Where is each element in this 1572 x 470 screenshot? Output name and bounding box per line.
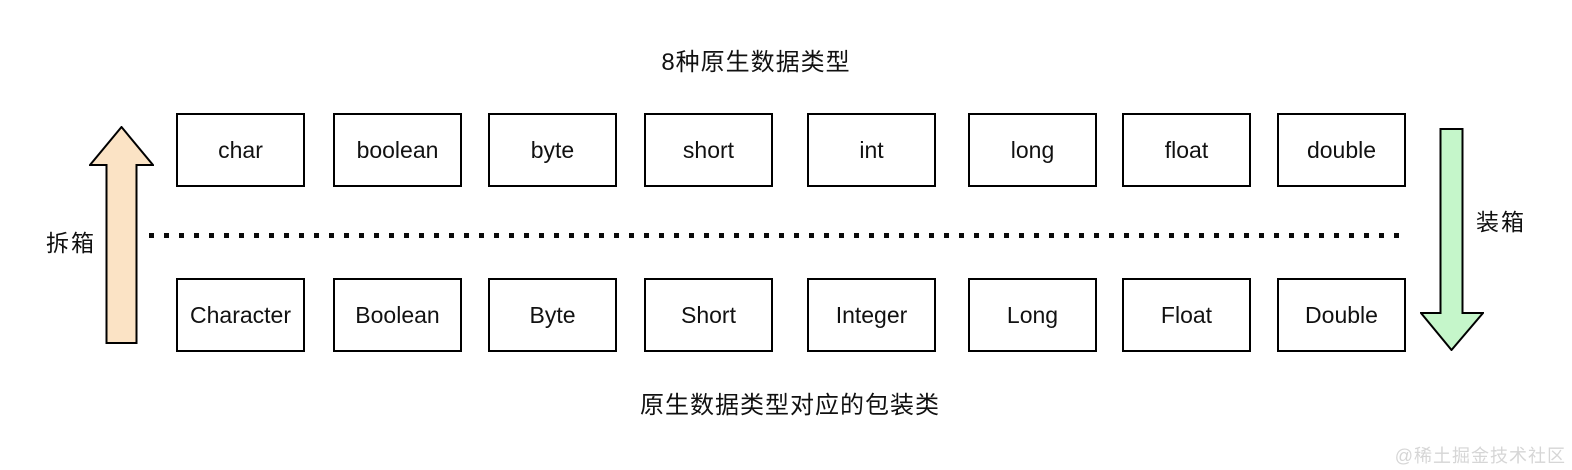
primitive-box-char: char — [176, 113, 305, 187]
primitive-box-label: double — [1306, 136, 1377, 163]
wrapper-box-float: Float — [1122, 278, 1251, 352]
wrapper-box-label: Byte — [529, 301, 576, 328]
diagram-caption: 原生数据类型对应的包装类 — [640, 392, 940, 419]
primitive-box-double: double — [1277, 113, 1406, 187]
primitive-box-label: char — [218, 136, 263, 163]
wrapper-box-long: Long — [968, 278, 1097, 352]
primitive-box-label: long — [1010, 136, 1055, 163]
wrapper-box-label: Boolean — [355, 301, 440, 328]
wrapper-box-byte: Byte — [488, 278, 617, 352]
wrapper-classes-row: Character Boolean Byte Short Integer Long Floa… — [0, 278, 1572, 352]
wrapper-box-label: Short — [681, 301, 736, 328]
wrapper-box-double: Double — [1277, 278, 1406, 352]
diagram-title: 8种原生数据类型 — [661, 49, 851, 76]
unboxing-arrow-shape — [89, 126, 154, 344]
wrapper-box-short: Short — [644, 278, 773, 352]
primitive-box-label: float — [1164, 136, 1209, 163]
unboxing-label: 拆箱 — [46, 230, 96, 256]
primitive-types-row: char boolean byte short int long float double — [0, 113, 1572, 187]
unboxing-arrow-up-icon — [89, 126, 154, 344]
primitive-box-label: short — [682, 136, 735, 163]
wrapper-box-label: Long — [1006, 301, 1059, 328]
primitive-box-long: long — [968, 113, 1097, 187]
primitive-box-int: int — [807, 113, 936, 187]
primitive-box-byte: byte — [488, 113, 617, 187]
primitive-box-label: boolean — [356, 136, 439, 163]
wrapper-box-label: Integer — [835, 301, 908, 328]
wrapper-box-character: Character — [176, 278, 305, 352]
primitive-box-label: byte — [530, 136, 575, 163]
wrapper-box-label: Double — [1305, 301, 1378, 328]
dotted-separator-line — [149, 233, 1403, 238]
wrapper-box-boolean: Boolean — [333, 278, 462, 352]
boxing-arrow-down-icon — [1420, 128, 1484, 351]
primitive-box-short: short — [644, 113, 773, 187]
wrapper-box-label: Character — [190, 301, 291, 328]
watermark: @稀土掘金技术社区 — [1394, 446, 1566, 466]
primitive-box-label: int — [859, 136, 884, 163]
wrapper-box-label: Float — [1160, 301, 1213, 328]
boxing-arrow-shape — [1420, 128, 1484, 351]
primitive-box-float: float — [1122, 113, 1251, 187]
wrapper-box-integer: Integer — [807, 278, 936, 352]
primitive-box-boolean: boolean — [333, 113, 462, 187]
boxing-label: 装箱 — [1476, 209, 1526, 235]
